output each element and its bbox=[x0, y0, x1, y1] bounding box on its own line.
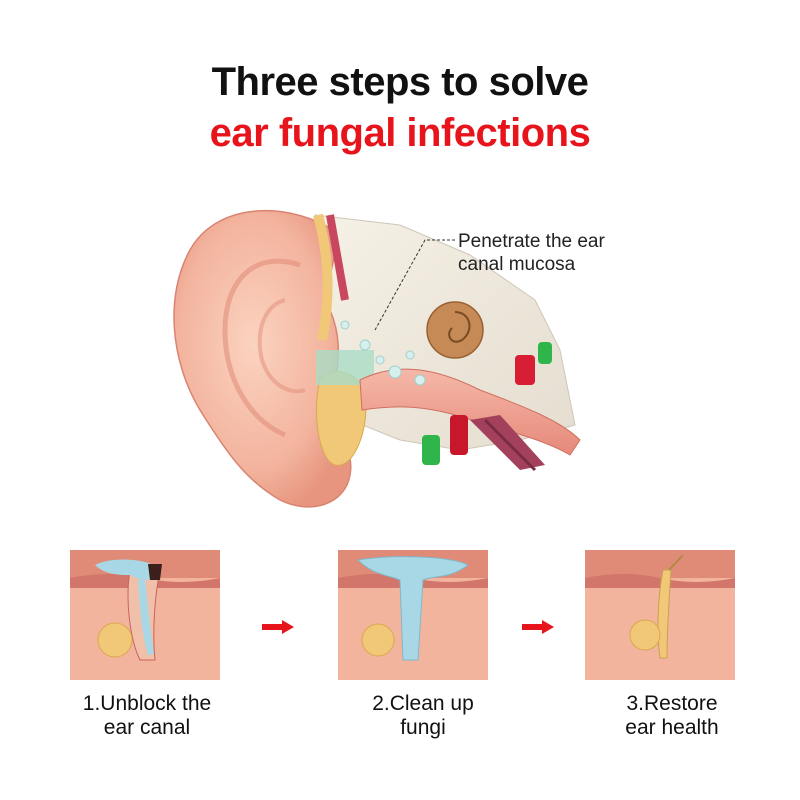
step-2-label: 2.Clean up fungi bbox=[313, 692, 533, 740]
step-1-label-line-2: ear canal bbox=[103, 716, 191, 739]
step-3-image bbox=[585, 550, 735, 680]
cochlea bbox=[426, 301, 484, 359]
headline-line-1: Three steps to solve bbox=[211, 60, 589, 104]
ear-anatomy-illustration bbox=[173, 209, 581, 508]
step-1-label: 1.Unblock the ear canal bbox=[37, 692, 257, 740]
step-1-label-line-1: 1.Unblock the bbox=[82, 692, 212, 715]
arrow-icon bbox=[522, 620, 554, 634]
step-2-label-line-2: fungi bbox=[400, 716, 446, 739]
step-3-label: 3.Restore ear health bbox=[562, 692, 782, 740]
step-3-label-line-2: ear health bbox=[625, 716, 719, 739]
gland-tissue bbox=[315, 371, 367, 466]
step-3-label-line-1: 3.Restore bbox=[626, 692, 718, 715]
headline-line-2: ear fungal infections bbox=[209, 111, 591, 155]
ear-canal bbox=[359, 368, 581, 456]
step-2-image bbox=[338, 550, 488, 680]
callout-line-2: canal mucosa bbox=[458, 254, 576, 275]
step-2-label-line-1: 2.Clean up bbox=[372, 692, 474, 715]
step-1-image bbox=[70, 550, 220, 680]
callout-line-1: Penetrate the ear bbox=[458, 231, 605, 252]
callout-label: Penetrate the ear canal mucosa bbox=[458, 230, 605, 276]
arrow-icon bbox=[262, 620, 294, 634]
